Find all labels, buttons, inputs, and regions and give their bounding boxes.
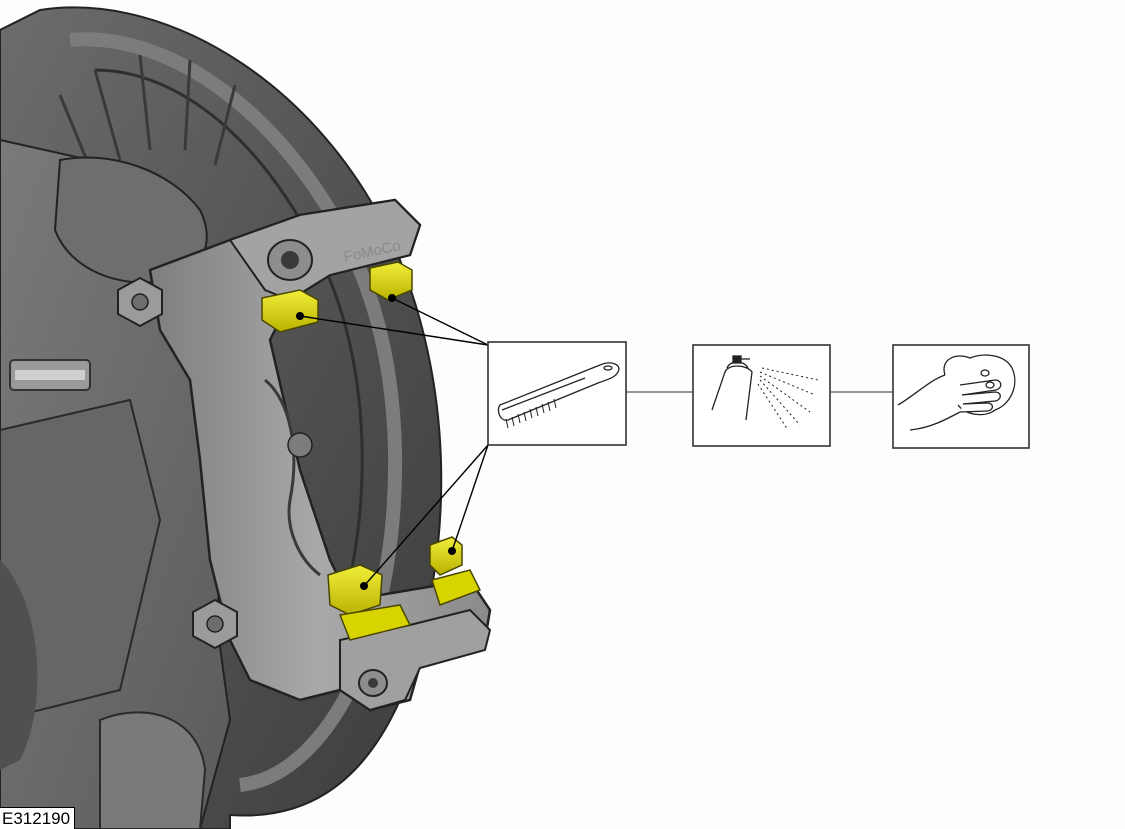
steering-knuckle bbox=[0, 138, 252, 829]
wire-brush-box bbox=[487, 341, 627, 446]
spray-can-icon bbox=[711, 355, 819, 431]
abutment-lower-left bbox=[327, 564, 412, 641]
abutment-upper-right bbox=[369, 261, 413, 301]
leader-lines bbox=[299, 297, 489, 587]
upper-mounting-bolt bbox=[117, 276, 163, 328]
abutment-upper-left bbox=[261, 289, 319, 333]
figure-id-label: E312190 bbox=[0, 807, 76, 829]
wire-brush-icon bbox=[497, 362, 620, 429]
hand-wipe-icon bbox=[897, 354, 1016, 431]
hand-wipe-box bbox=[892, 344, 1030, 449]
caliper-carrier: FoMoCo bbox=[117, 198, 492, 712]
lower-mounting-bolt bbox=[192, 598, 238, 650]
spray-can-box bbox=[692, 344, 831, 447]
